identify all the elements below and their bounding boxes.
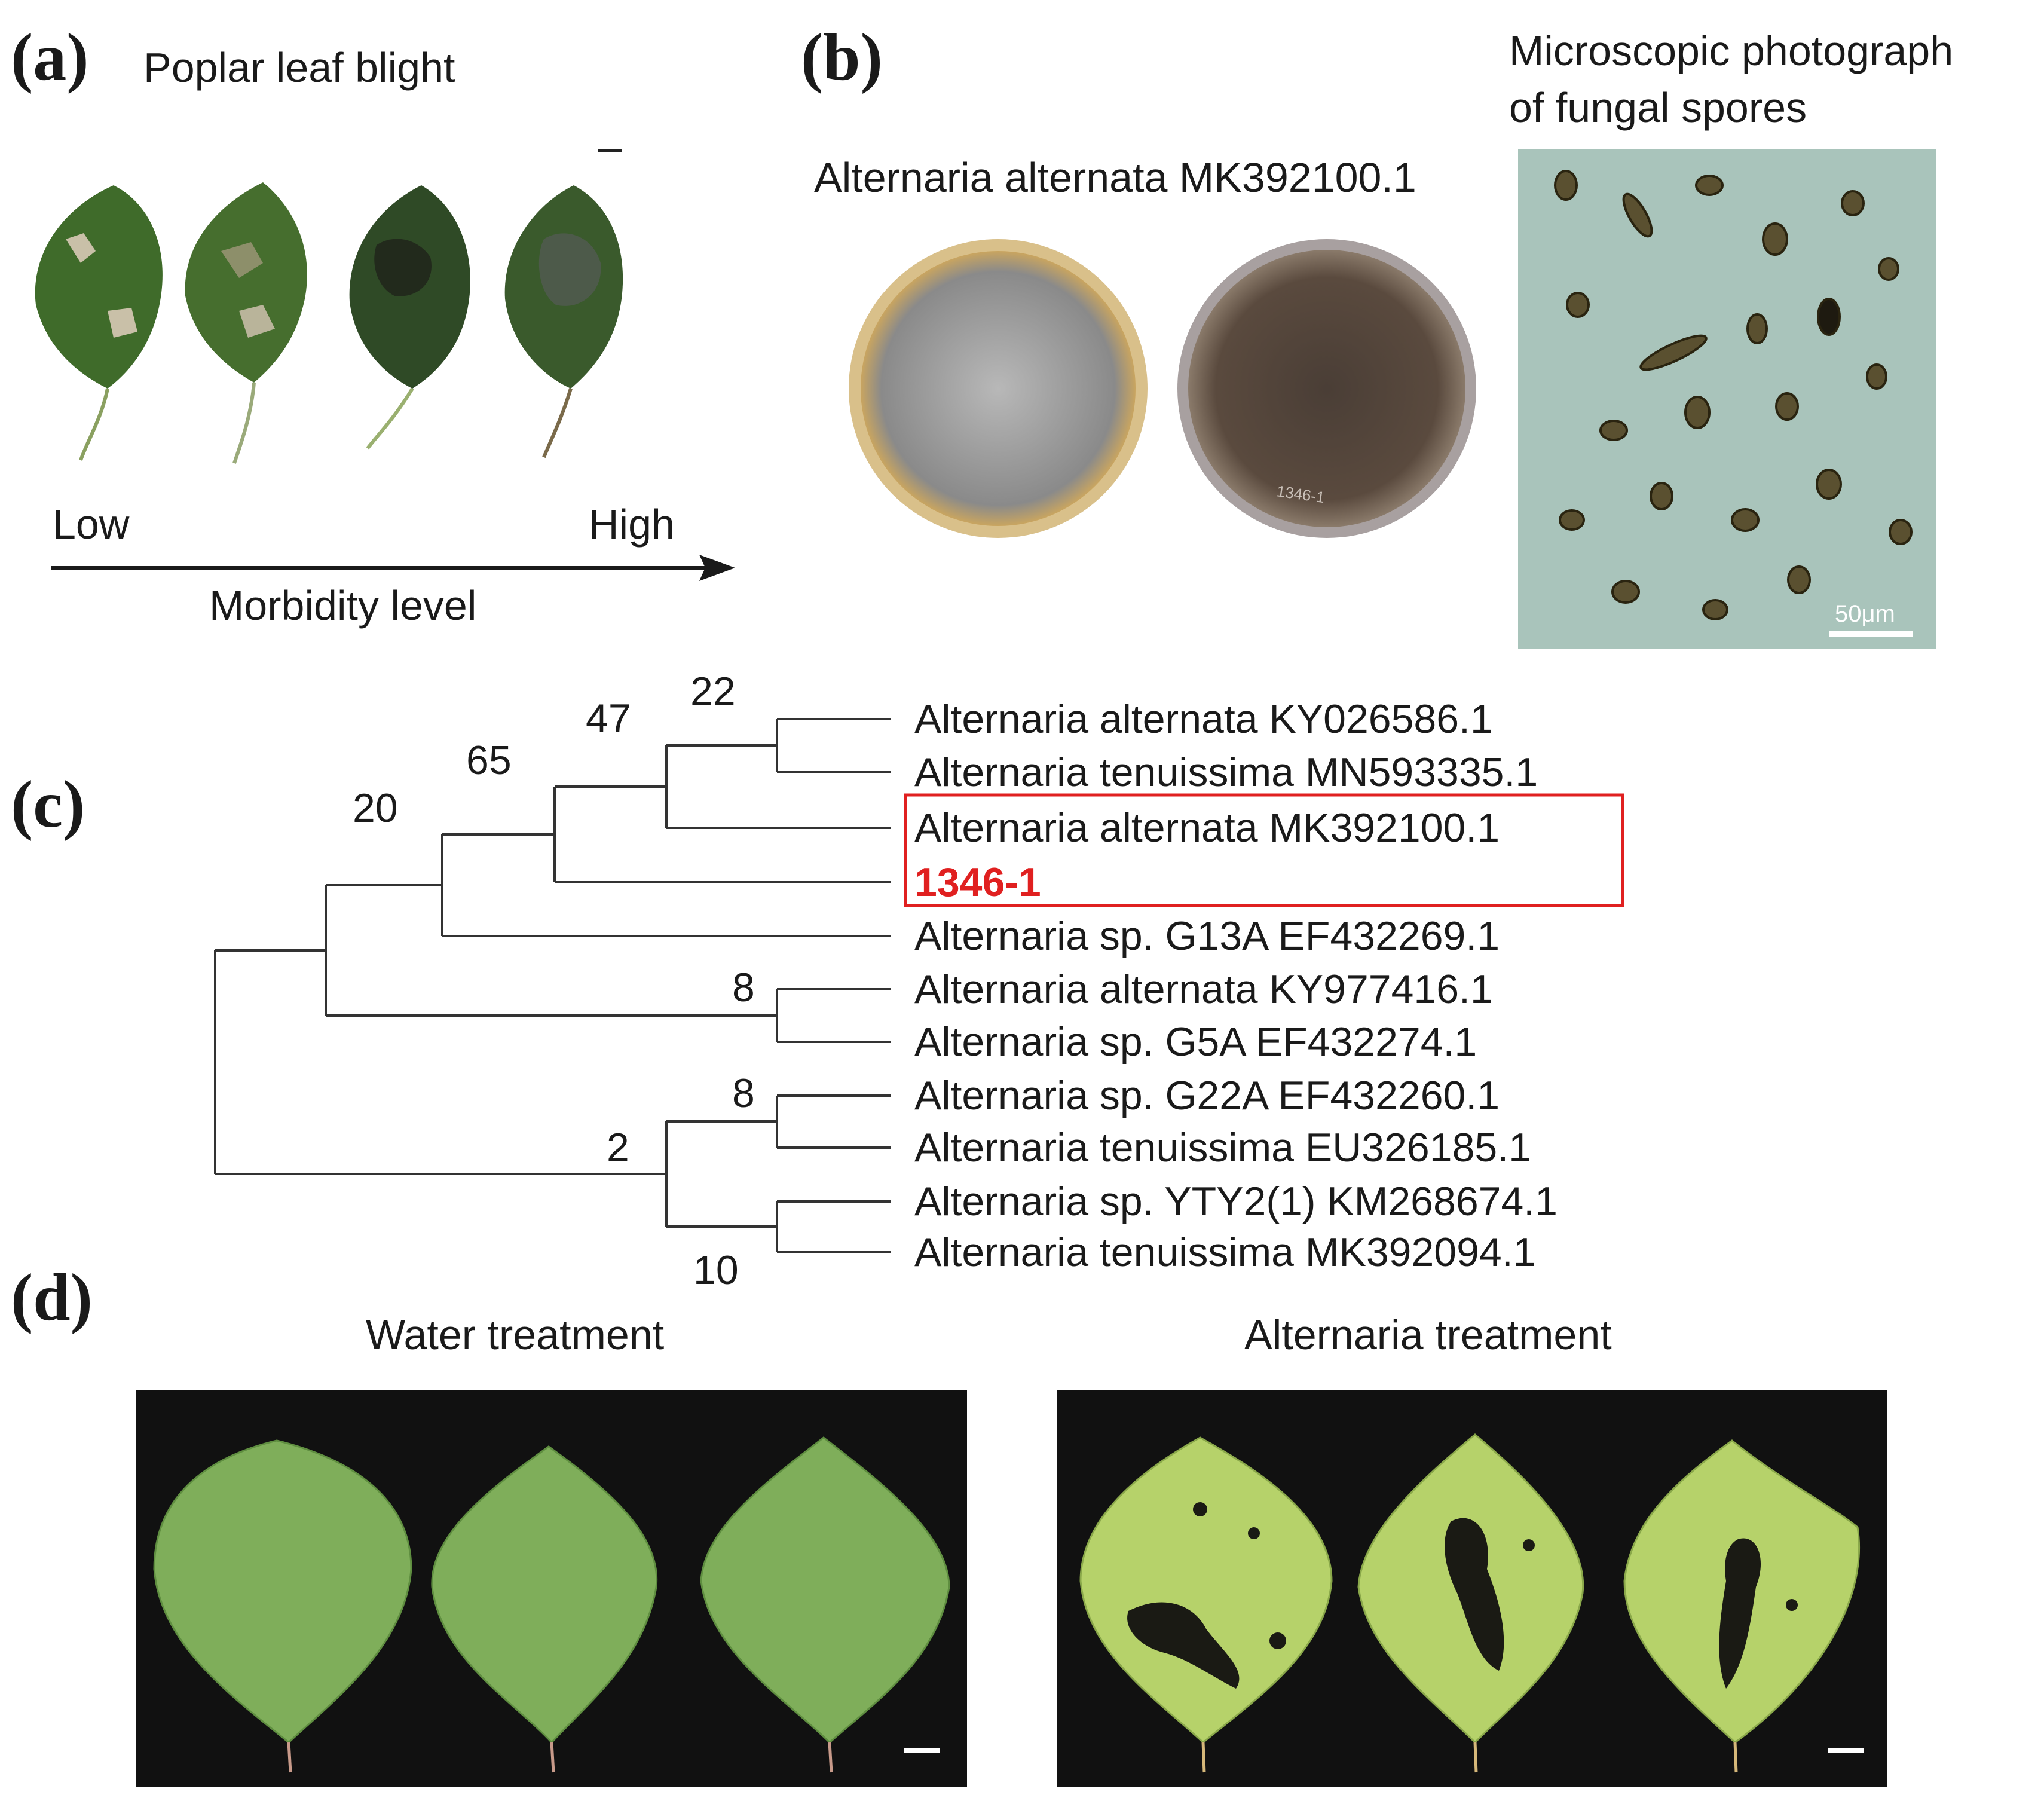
water-treatment-label: Water treatment (366, 1311, 665, 1358)
morbidity-arrow (51, 555, 735, 581)
axis-low-label: Low (53, 501, 130, 548)
water-leaf-1 (153, 1439, 412, 1744)
leaf-label: Alternaria sp. G22A EF432260.1 (914, 1073, 1500, 1118)
bootstrap-10: 10 (693, 1247, 739, 1293)
bootstrap-20: 20 (353, 785, 398, 831)
leaf-label-highlighted: 1346-1 (914, 860, 1041, 905)
culture-plates: 1346-1 (849, 239, 1476, 538)
leaf-label: Alternaria sp. YTY2(1) KM268674.1 (914, 1179, 1558, 1224)
axis-high-label: High (589, 501, 675, 548)
leaf-label: Alternaria sp. G13A EF432269.1 (914, 913, 1500, 959)
micro-title-line2: of fungal spores (1509, 84, 1807, 131)
leaf-high-morbidity (504, 185, 623, 458)
plate-front (849, 239, 1148, 538)
water-leaf-3 (700, 1436, 950, 1744)
bootstrap-values: 22 47 65 20 8 8 2 10 (353, 669, 755, 1293)
leaf-low-morbidity (35, 185, 163, 461)
micro-title-line1: Microscopic photograph (1509, 27, 1954, 74)
alternaria-treatment-photo (1057, 1390, 1887, 1787)
panel-d-letter: (d) (11, 1261, 93, 1335)
leaf-label: Alternaria sp. G5A EF432274.1 (914, 1019, 1477, 1065)
leaf-label: Alternaria alternata KY977416.1 (914, 967, 1493, 1012)
culture-label: Alternaria alternata MK392100.1 (814, 154, 1416, 201)
tree-branches (214, 718, 891, 1253)
water-scale-bar (904, 1748, 940, 1753)
tree-leaf-labels: Alternaria alternata KY026586.1 Alternar… (914, 696, 1558, 1275)
panel-a-letter: (a) (11, 20, 89, 94)
bootstrap-47: 47 (586, 696, 631, 741)
spore-micrograph: 50μm (1518, 149, 1936, 649)
infected-leaf-1 (1079, 1436, 1333, 1744)
alternaria-scale-bar (1828, 1748, 1864, 1753)
micro-scale-label: 50μm (1835, 601, 1895, 627)
bootstrap-8-lower: 8 (732, 1071, 755, 1116)
scale-bar (598, 149, 622, 152)
leaf-label: Alternaria alternata MK392100.1 (914, 805, 1500, 851)
micro-scale-bar (1829, 631, 1913, 637)
leaf-mild-morbidity (185, 182, 307, 464)
leaf-label: Alternaria tenuissima EU326185.1 (914, 1125, 1531, 1170)
bootstrap-8-upper: 8 (732, 965, 755, 1010)
bootstrap-65: 65 (466, 738, 512, 783)
panel-c-letter: (c) (11, 768, 85, 842)
leaf-severe-morbidity (349, 185, 470, 450)
axis-morbidity-label: Morbidity level (209, 582, 477, 629)
panel-a-title: Poplar leaf blight (143, 44, 455, 91)
morbidity-leaves (35, 149, 623, 464)
leaf-label: Alternaria tenuissima MK392094.1 (914, 1230, 1535, 1275)
plate-back: 1346-1 (1177, 239, 1476, 538)
phylogenetic-tree: 22 47 65 20 8 8 2 10 Alternaria alternat… (214, 669, 1624, 1293)
water-treatment-photo (136, 1390, 967, 1787)
bootstrap-2: 2 (607, 1125, 629, 1170)
bootstrap-22: 22 (690, 669, 736, 714)
panel-b-letter: (b) (801, 20, 883, 94)
leaf-label: Alternaria alternata KY026586.1 (914, 696, 1493, 742)
highlight-box (904, 793, 1624, 907)
lesions (1127, 1502, 1798, 1689)
alternaria-treatment-label: Alternaria treatment (1244, 1311, 1612, 1358)
leaf-label: Alternaria tenuissima MN593335.1 (914, 750, 1538, 795)
